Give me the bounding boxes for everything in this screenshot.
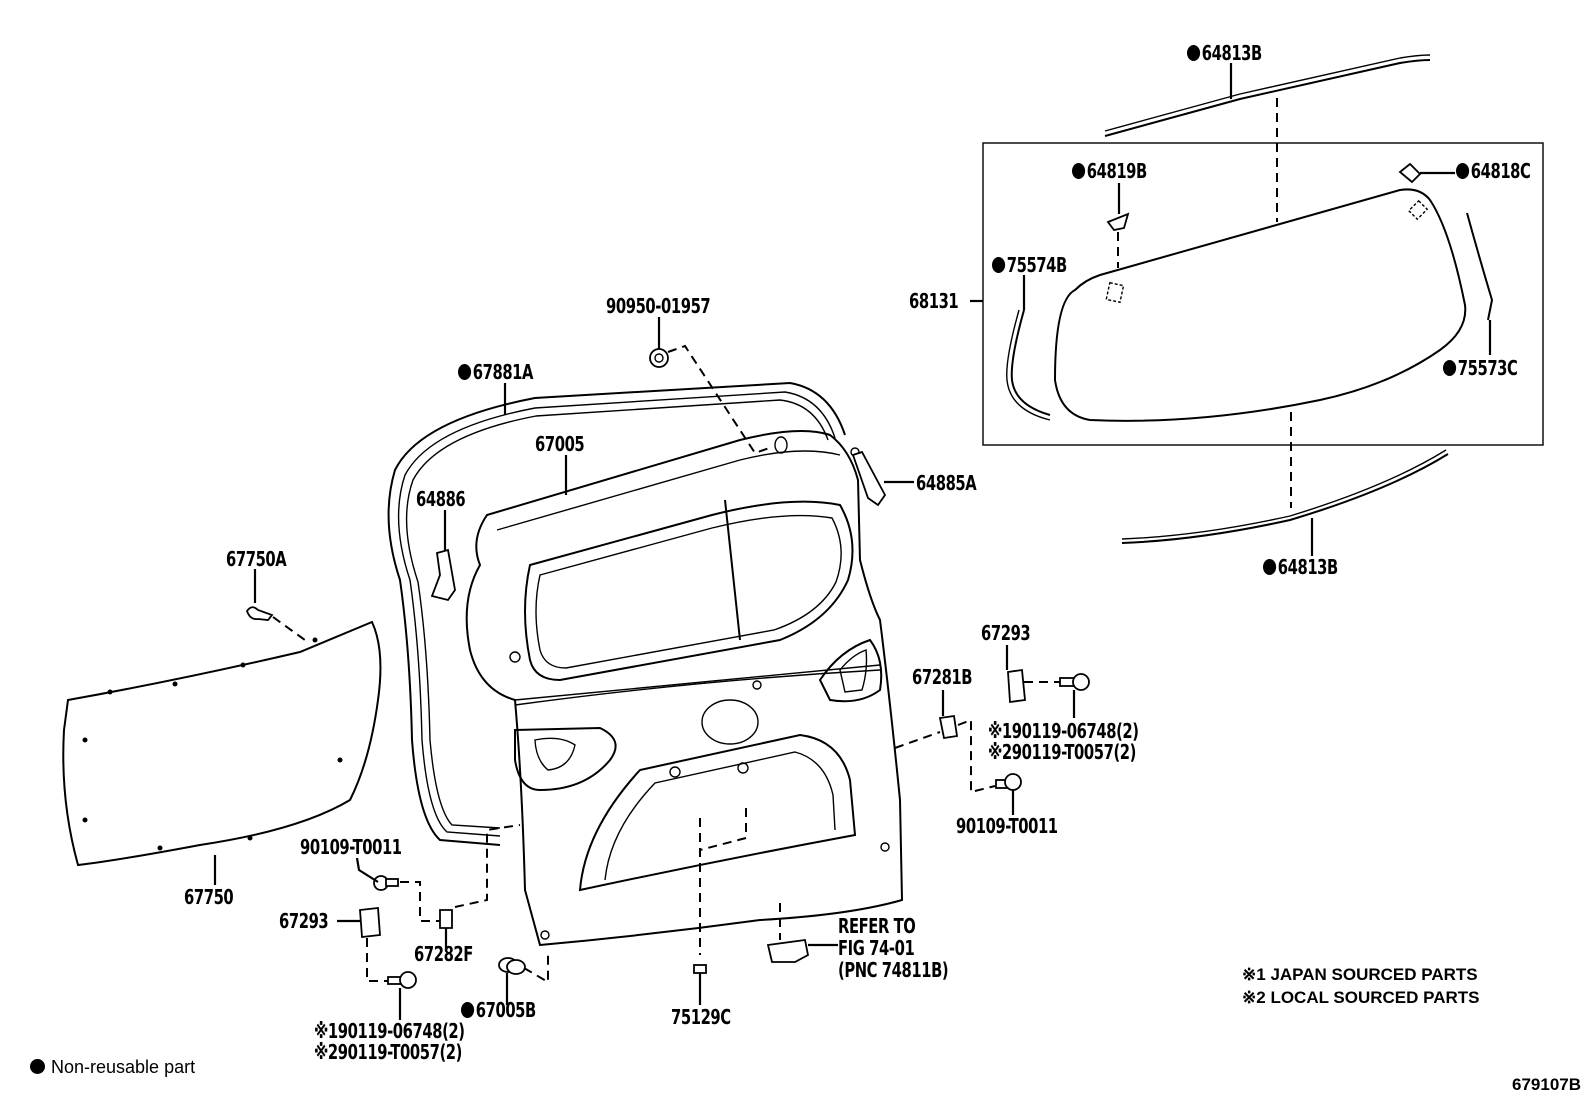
- label-75573C[interactable]: 75573C: [1443, 357, 1518, 379]
- label-90109-right[interactable]: 90109-T0011: [956, 814, 1058, 838]
- non-reusable-dot-icon: [1072, 163, 1086, 179]
- guide-dash-67005B: [523, 955, 549, 984]
- bolt-90109-right[interactable]: [995, 773, 1022, 791]
- clip-67750A[interactable]: [246, 606, 274, 621]
- non-reusable-dot-icon: [1456, 163, 1470, 179]
- label-64813B-top[interactable]: 64813B: [1187, 42, 1262, 64]
- guide-dash-67281B: [894, 731, 941, 749]
- bolt-90119-right[interactable]: [1059, 673, 1090, 691]
- label-64885A[interactable]: 64885A: [916, 471, 977, 495]
- side-molding-left[interactable]: [1006, 309, 1051, 421]
- side-molding-right[interactable]: [1466, 212, 1494, 321]
- non-reusable-dot-icon: [1443, 360, 1457, 376]
- label-90109-left[interactable]: 90109-T0011: [300, 835, 402, 859]
- label-67750[interactable]: 67750: [184, 885, 234, 909]
- bolt-90109-left[interactable]: [373, 875, 399, 891]
- label-64818C[interactable]: 64818C: [1456, 160, 1531, 182]
- clip-64819B[interactable]: [1106, 212, 1130, 231]
- back-window-glass[interactable]: [1053, 188, 1467, 422]
- bolt-90119-left[interactable]: [387, 971, 417, 989]
- label-90119-left-1[interactable]: ※190119-06748(2): [314, 1019, 465, 1043]
- glass-marker-right: [1407, 199, 1429, 221]
- figure-code: 679107B: [1512, 1075, 1582, 1094]
- leader-90109-left: [355, 857, 379, 883]
- license-lamp-reference[interactable]: [766, 938, 810, 963]
- label-68131[interactable]: 68131: [909, 289, 959, 313]
- reference-line-1: REFER TO: [838, 914, 916, 938]
- reference-line-3[interactable]: (PNC 74811B): [838, 958, 949, 982]
- bumper-67005B[interactable]: [498, 957, 526, 975]
- label-67282F[interactable]: 67282F: [414, 942, 473, 966]
- clip-75129C[interactable]: [693, 964, 707, 974]
- guide-dash-67293-left: [366, 938, 390, 982]
- note-local-sourced: ※2 LOCAL SOURCED PARTS: [1242, 988, 1480, 1007]
- label-75574B[interactable]: 75574B: [992, 254, 1067, 276]
- label-67881A[interactable]: 67881A: [458, 361, 533, 383]
- non-reusable-dot-icon: [458, 364, 472, 380]
- hinge-cover-67293-left[interactable]: [359, 907, 381, 938]
- pull-strap-64886[interactable]: [430, 548, 456, 602]
- bracket-64885A[interactable]: [851, 450, 887, 507]
- guide-dash-plug: [667, 344, 773, 455]
- roof-molding-bottom[interactable]: [1121, 449, 1449, 544]
- guide-dash-67282F: [454, 824, 521, 908]
- plug-hole: [774, 436, 788, 454]
- plug-90950-01957[interactable]: [649, 348, 669, 368]
- label-75129C[interactable]: 75129C: [671, 1005, 731, 1029]
- guide-dash-90109-right: [957, 718, 996, 794]
- label-64819B[interactable]: 64819B: [1072, 160, 1147, 182]
- non-reusable-dot-icon: [1263, 559, 1277, 575]
- label-67293-right[interactable]: 67293: [981, 621, 1031, 645]
- legend-non-reusable: Non-reusable part: [30, 1057, 195, 1078]
- label-67005[interactable]: 67005: [535, 432, 585, 456]
- glass-marker-left: [1105, 281, 1125, 304]
- trim-board-67750[interactable]: [62, 620, 382, 867]
- weatherstrip-67881A[interactable]: [387, 381, 846, 846]
- label-90119-right-2[interactable]: ※290119-T0057(2): [988, 740, 1136, 764]
- non-reusable-dot-icon: [461, 1002, 475, 1018]
- label-67293-left[interactable]: 67293: [279, 909, 329, 933]
- label-64886[interactable]: 64886: [416, 487, 466, 511]
- stopper-67281B[interactable]: [938, 714, 959, 740]
- label-90950-01957[interactable]: 90950-01957: [606, 294, 711, 318]
- label-90119-right-1[interactable]: ※190119-06748(2): [988, 719, 1139, 743]
- non-reusable-dot-icon: [1187, 45, 1201, 61]
- glass-assembly-box: [982, 142, 1544, 446]
- note-japan-sourced: ※1 JAPAN SOURCED PARTS: [1242, 965, 1478, 984]
- back-door-panel-67005[interactable]: [465, 430, 904, 947]
- emblem-mount: [701, 699, 759, 745]
- label-67005B[interactable]: 67005B: [461, 999, 536, 1021]
- label-67750A[interactable]: 67750A: [226, 547, 287, 571]
- label-67281B[interactable]: 67281B: [912, 665, 973, 689]
- hinge-cover-67293-right[interactable]: [1007, 668, 1026, 704]
- non-reusable-dot-icon: [992, 257, 1006, 273]
- roof-molding-top[interactable]: [1104, 54, 1431, 137]
- clip-64818C[interactable]: [1398, 162, 1422, 184]
- guide-dash-75129C-b: [699, 808, 747, 851]
- stopper-67282F[interactable]: [439, 909, 453, 929]
- reference-line-2[interactable]: FIG 74-01: [838, 936, 915, 960]
- guide-dash-90109-left: [400, 881, 445, 922]
- label-90119-left-2[interactable]: ※290119-T0057(2): [314, 1040, 462, 1064]
- non-reusable-dot-icon: [30, 1059, 45, 1074]
- label-64813B-bottom[interactable]: 64813B: [1263, 556, 1338, 578]
- guide-dash-67750A: [272, 616, 306, 641]
